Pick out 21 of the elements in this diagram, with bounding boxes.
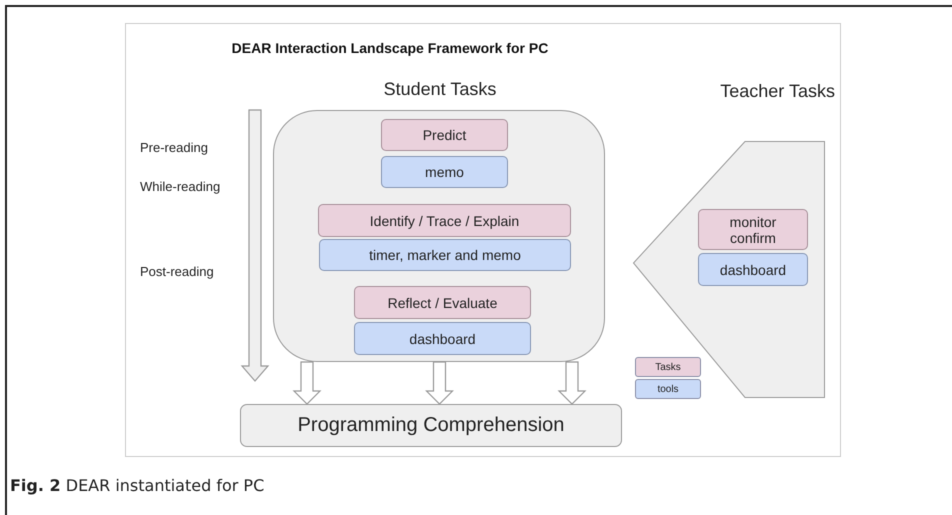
tool-box: dashboard bbox=[354, 322, 531, 355]
phase-label: Post-reading bbox=[140, 264, 214, 279]
task-box: monitor confirm bbox=[698, 209, 808, 250]
outcome-box: Programming Comprehension bbox=[240, 404, 622, 447]
phase-label: While-reading bbox=[140, 179, 220, 194]
legend-item: Tasks bbox=[635, 357, 701, 377]
panel-heading: Student Tasks bbox=[382, 79, 498, 100]
task-box: Identify / Trace / Explain bbox=[318, 204, 571, 237]
block-arrow bbox=[558, 361, 586, 405]
legend-item: tools bbox=[635, 379, 701, 399]
task-box: Reflect / Evaluate bbox=[354, 286, 531, 319]
task-box: Predict bbox=[381, 119, 508, 151]
tool-box: timer, marker and memo bbox=[319, 239, 571, 271]
phase-label: Pre-reading bbox=[140, 140, 208, 155]
panel-heading: Teacher Tasks bbox=[719, 81, 835, 102]
diagram-title: DEAR Interaction Landscape Framework for PC bbox=[230, 40, 550, 56]
block-arrow bbox=[425, 361, 454, 405]
tool-box: memo bbox=[381, 156, 508, 188]
tool-box: dashboard bbox=[698, 253, 808, 286]
figure-caption: Fig. 2 DEAR instantiated for PC bbox=[10, 476, 264, 495]
block-arrow bbox=[292, 361, 322, 405]
